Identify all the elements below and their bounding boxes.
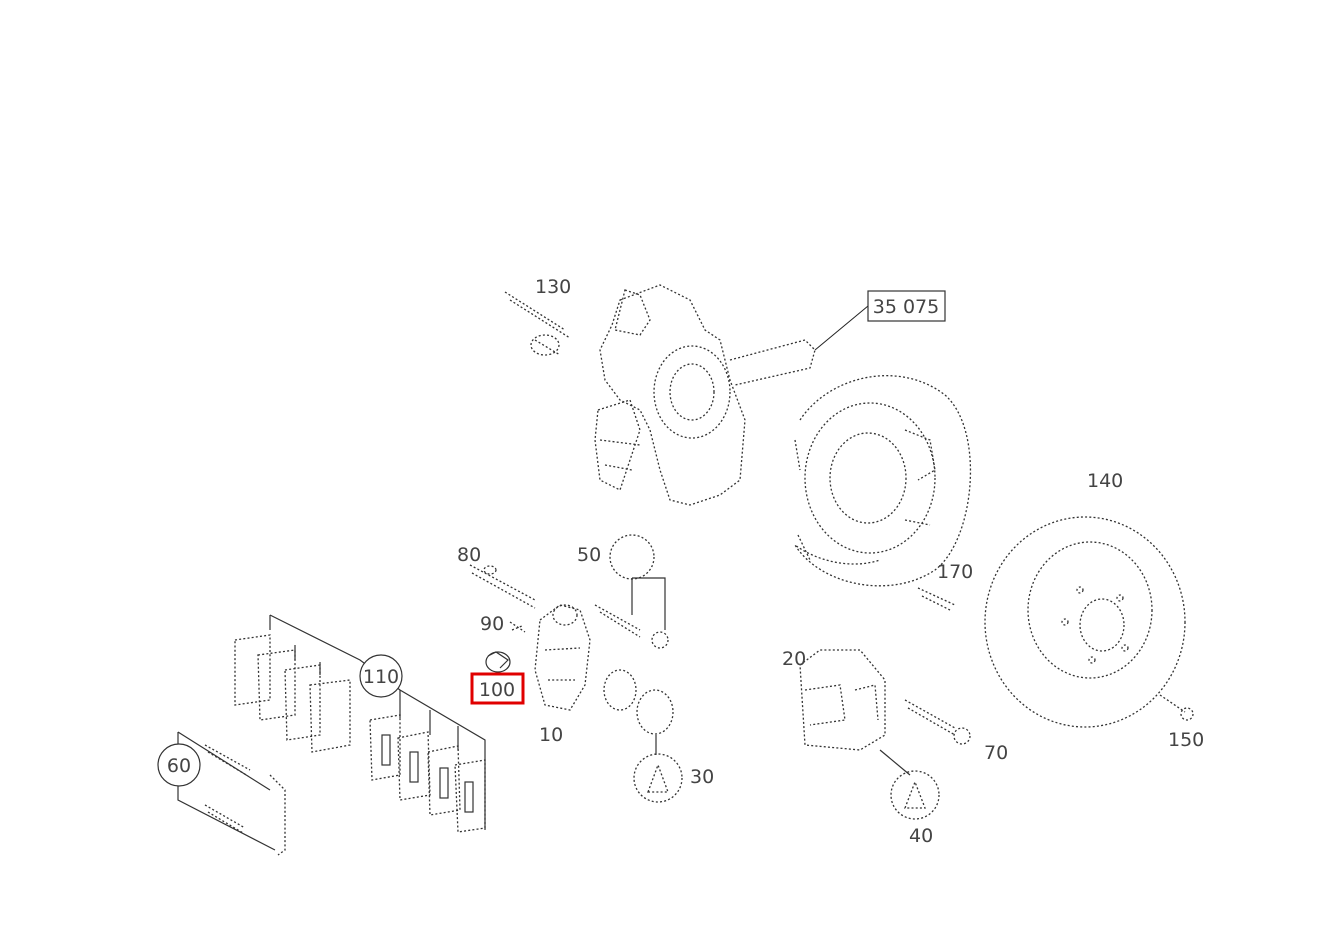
label-170[interactable]: 170 bbox=[937, 561, 973, 583]
cap-40 bbox=[879, 749, 940, 820]
label-70[interactable]: 70 bbox=[984, 742, 1008, 764]
cap-30 bbox=[603, 669, 683, 803]
circled-label-110[interactable]: 110 bbox=[359, 654, 403, 698]
bolt-170 bbox=[917, 587, 956, 611]
bolt-130 bbox=[504, 291, 571, 356]
highlighted-label-100[interactable]: 100 bbox=[470, 672, 525, 705]
label-30[interactable]: 30 bbox=[690, 766, 714, 788]
screw-150 bbox=[1159, 694, 1194, 721]
highlight-box bbox=[470, 672, 525, 705]
reference-box[interactable]: 35 075 bbox=[867, 290, 946, 322]
guide-pins-60 bbox=[177, 731, 286, 856]
reference-label[interactable]: 35 075 bbox=[873, 296, 939, 318]
bolt-70 bbox=[904, 699, 971, 745]
label-20[interactable]: 20 bbox=[782, 648, 806, 670]
sleeve-100 bbox=[485, 651, 511, 673]
part-labels: 130 140 170 150 20 70 40 50 80 90 10 30 … bbox=[157, 276, 1204, 847]
label-10[interactable]: 10 bbox=[539, 724, 563, 746]
brake-backing-plate bbox=[794, 375, 972, 587]
label-100[interactable]: 100 bbox=[479, 679, 515, 701]
bolt-80 bbox=[469, 564, 536, 609]
label-150[interactable]: 150 bbox=[1168, 729, 1204, 751]
circled-label-60[interactable]: 60 bbox=[157, 743, 201, 787]
label-90[interactable]: 90 bbox=[480, 613, 504, 635]
brake-pads-110 bbox=[234, 614, 486, 833]
label-80[interactable]: 80 bbox=[457, 544, 481, 566]
label-60[interactable]: 60 bbox=[167, 755, 191, 777]
brake-caliper-20 bbox=[799, 649, 886, 751]
brake-caliper-10 bbox=[534, 604, 669, 711]
label-50[interactable]: 50 bbox=[577, 544, 601, 566]
brake-disc-140 bbox=[984, 516, 1186, 728]
leader-lines bbox=[814, 305, 869, 351]
bleed-valve-90 bbox=[509, 621, 526, 633]
label-40[interactable]: 40 bbox=[909, 825, 933, 847]
label-130[interactable]: 130 bbox=[535, 276, 571, 298]
steering-knuckle bbox=[594, 284, 816, 506]
cap-50 bbox=[609, 534, 666, 630]
label-110[interactable]: 110 bbox=[363, 666, 399, 688]
label-140[interactable]: 140 bbox=[1087, 470, 1123, 492]
